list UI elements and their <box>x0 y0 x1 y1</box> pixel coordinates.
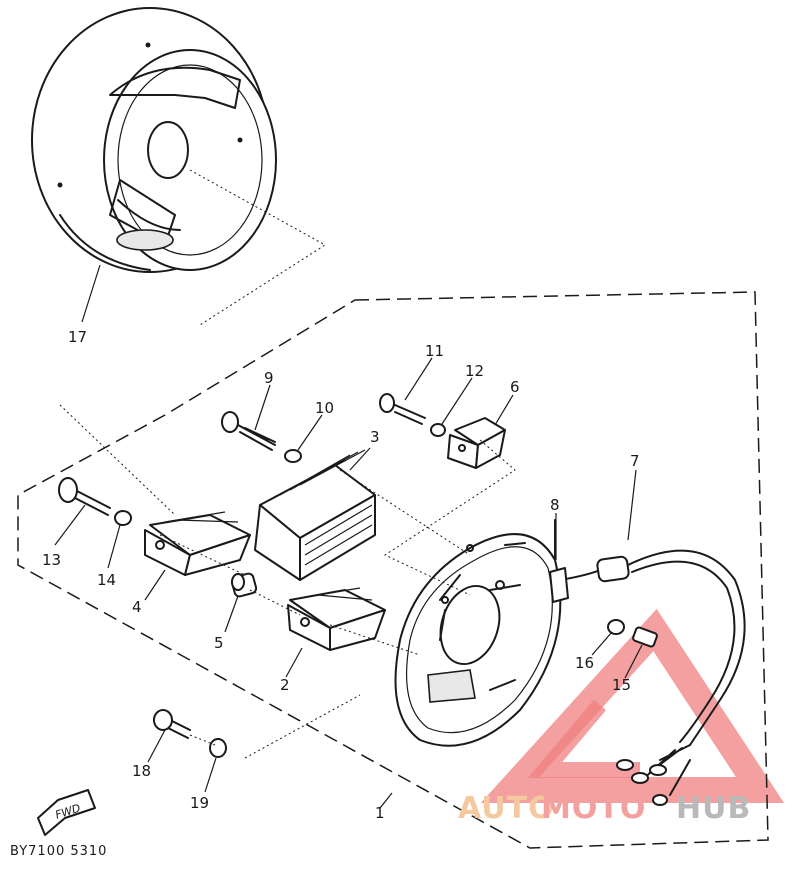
leader-13 <box>54 504 86 546</box>
charging-coil <box>254 449 376 581</box>
callout-16: 16 <box>575 654 594 672</box>
screw-13 <box>58 477 111 516</box>
callout-14: 14 <box>97 571 116 589</box>
spacer-collar <box>230 572 258 598</box>
leader-9 <box>254 384 271 431</box>
leader-18 <box>147 729 166 763</box>
leader-2 <box>285 647 303 678</box>
callout-9: 9 <box>264 369 274 387</box>
callout-12: 12 <box>465 362 484 380</box>
leader-1 <box>379 792 393 809</box>
bolt-15 <box>632 626 658 648</box>
callout-6: 6 <box>510 378 520 396</box>
flywheel-rotor <box>31 7 277 273</box>
callout-18: 18 <box>132 762 151 780</box>
callout-8: 8 <box>550 496 560 514</box>
forward-arrow: FWD <box>37 789 96 836</box>
watermark-part-1: AUTO <box>458 791 555 826</box>
washer-14 <box>114 510 132 526</box>
watermark-part-3: HUB <box>676 791 751 826</box>
washer-10 <box>284 449 302 463</box>
watermark-logo <box>480 608 785 803</box>
assembly-boundary <box>17 291 769 849</box>
flywheel-guide <box>189 169 326 326</box>
callout-15: 15 <box>612 676 631 694</box>
leader-11 <box>404 357 433 401</box>
callout-2: 2 <box>280 676 290 694</box>
leader-14 <box>107 524 121 569</box>
callout-17: 17 <box>68 328 87 346</box>
screw-11 <box>379 393 426 425</box>
callout-4: 4 <box>132 598 142 616</box>
leader-3 <box>349 447 371 471</box>
leader-16 <box>591 631 613 656</box>
leader-4 <box>144 569 166 601</box>
callout-7: 7 <box>630 452 640 470</box>
leader-17 <box>81 264 101 323</box>
washer-19 <box>209 738 227 758</box>
leader-6 <box>494 394 514 426</box>
callout-5: 5 <box>214 634 224 652</box>
callout-3: 3 <box>370 428 380 446</box>
leader-12 <box>441 377 473 425</box>
callout-13: 13 <box>42 551 61 569</box>
callout-10: 10 <box>315 399 334 417</box>
callout-11: 11 <box>425 342 444 360</box>
washer-16 <box>607 619 625 635</box>
lighting-coil <box>447 417 506 469</box>
washer-12 <box>430 423 446 437</box>
stator-plate <box>394 533 562 747</box>
screw-9 <box>221 411 276 451</box>
watermark-part-2: MOTO <box>541 791 646 826</box>
leader-19 <box>204 757 217 793</box>
callout-19: 19 <box>190 794 209 812</box>
callout-1: 1 <box>375 804 385 822</box>
drawing-code: BY7100 5310 <box>10 844 107 859</box>
guide-lines <box>59 404 516 759</box>
leader-5 <box>224 595 239 633</box>
leader-7 <box>627 469 637 541</box>
wire-clamp <box>549 519 569 603</box>
screw-18 <box>153 709 191 739</box>
leader-15 <box>624 644 643 679</box>
source-coil <box>144 511 251 576</box>
wire-harness <box>559 549 746 806</box>
pulser-coil <box>287 587 386 651</box>
watermark-text: AUTO MOTO HUB <box>458 791 751 826</box>
leader-10 <box>297 414 323 451</box>
